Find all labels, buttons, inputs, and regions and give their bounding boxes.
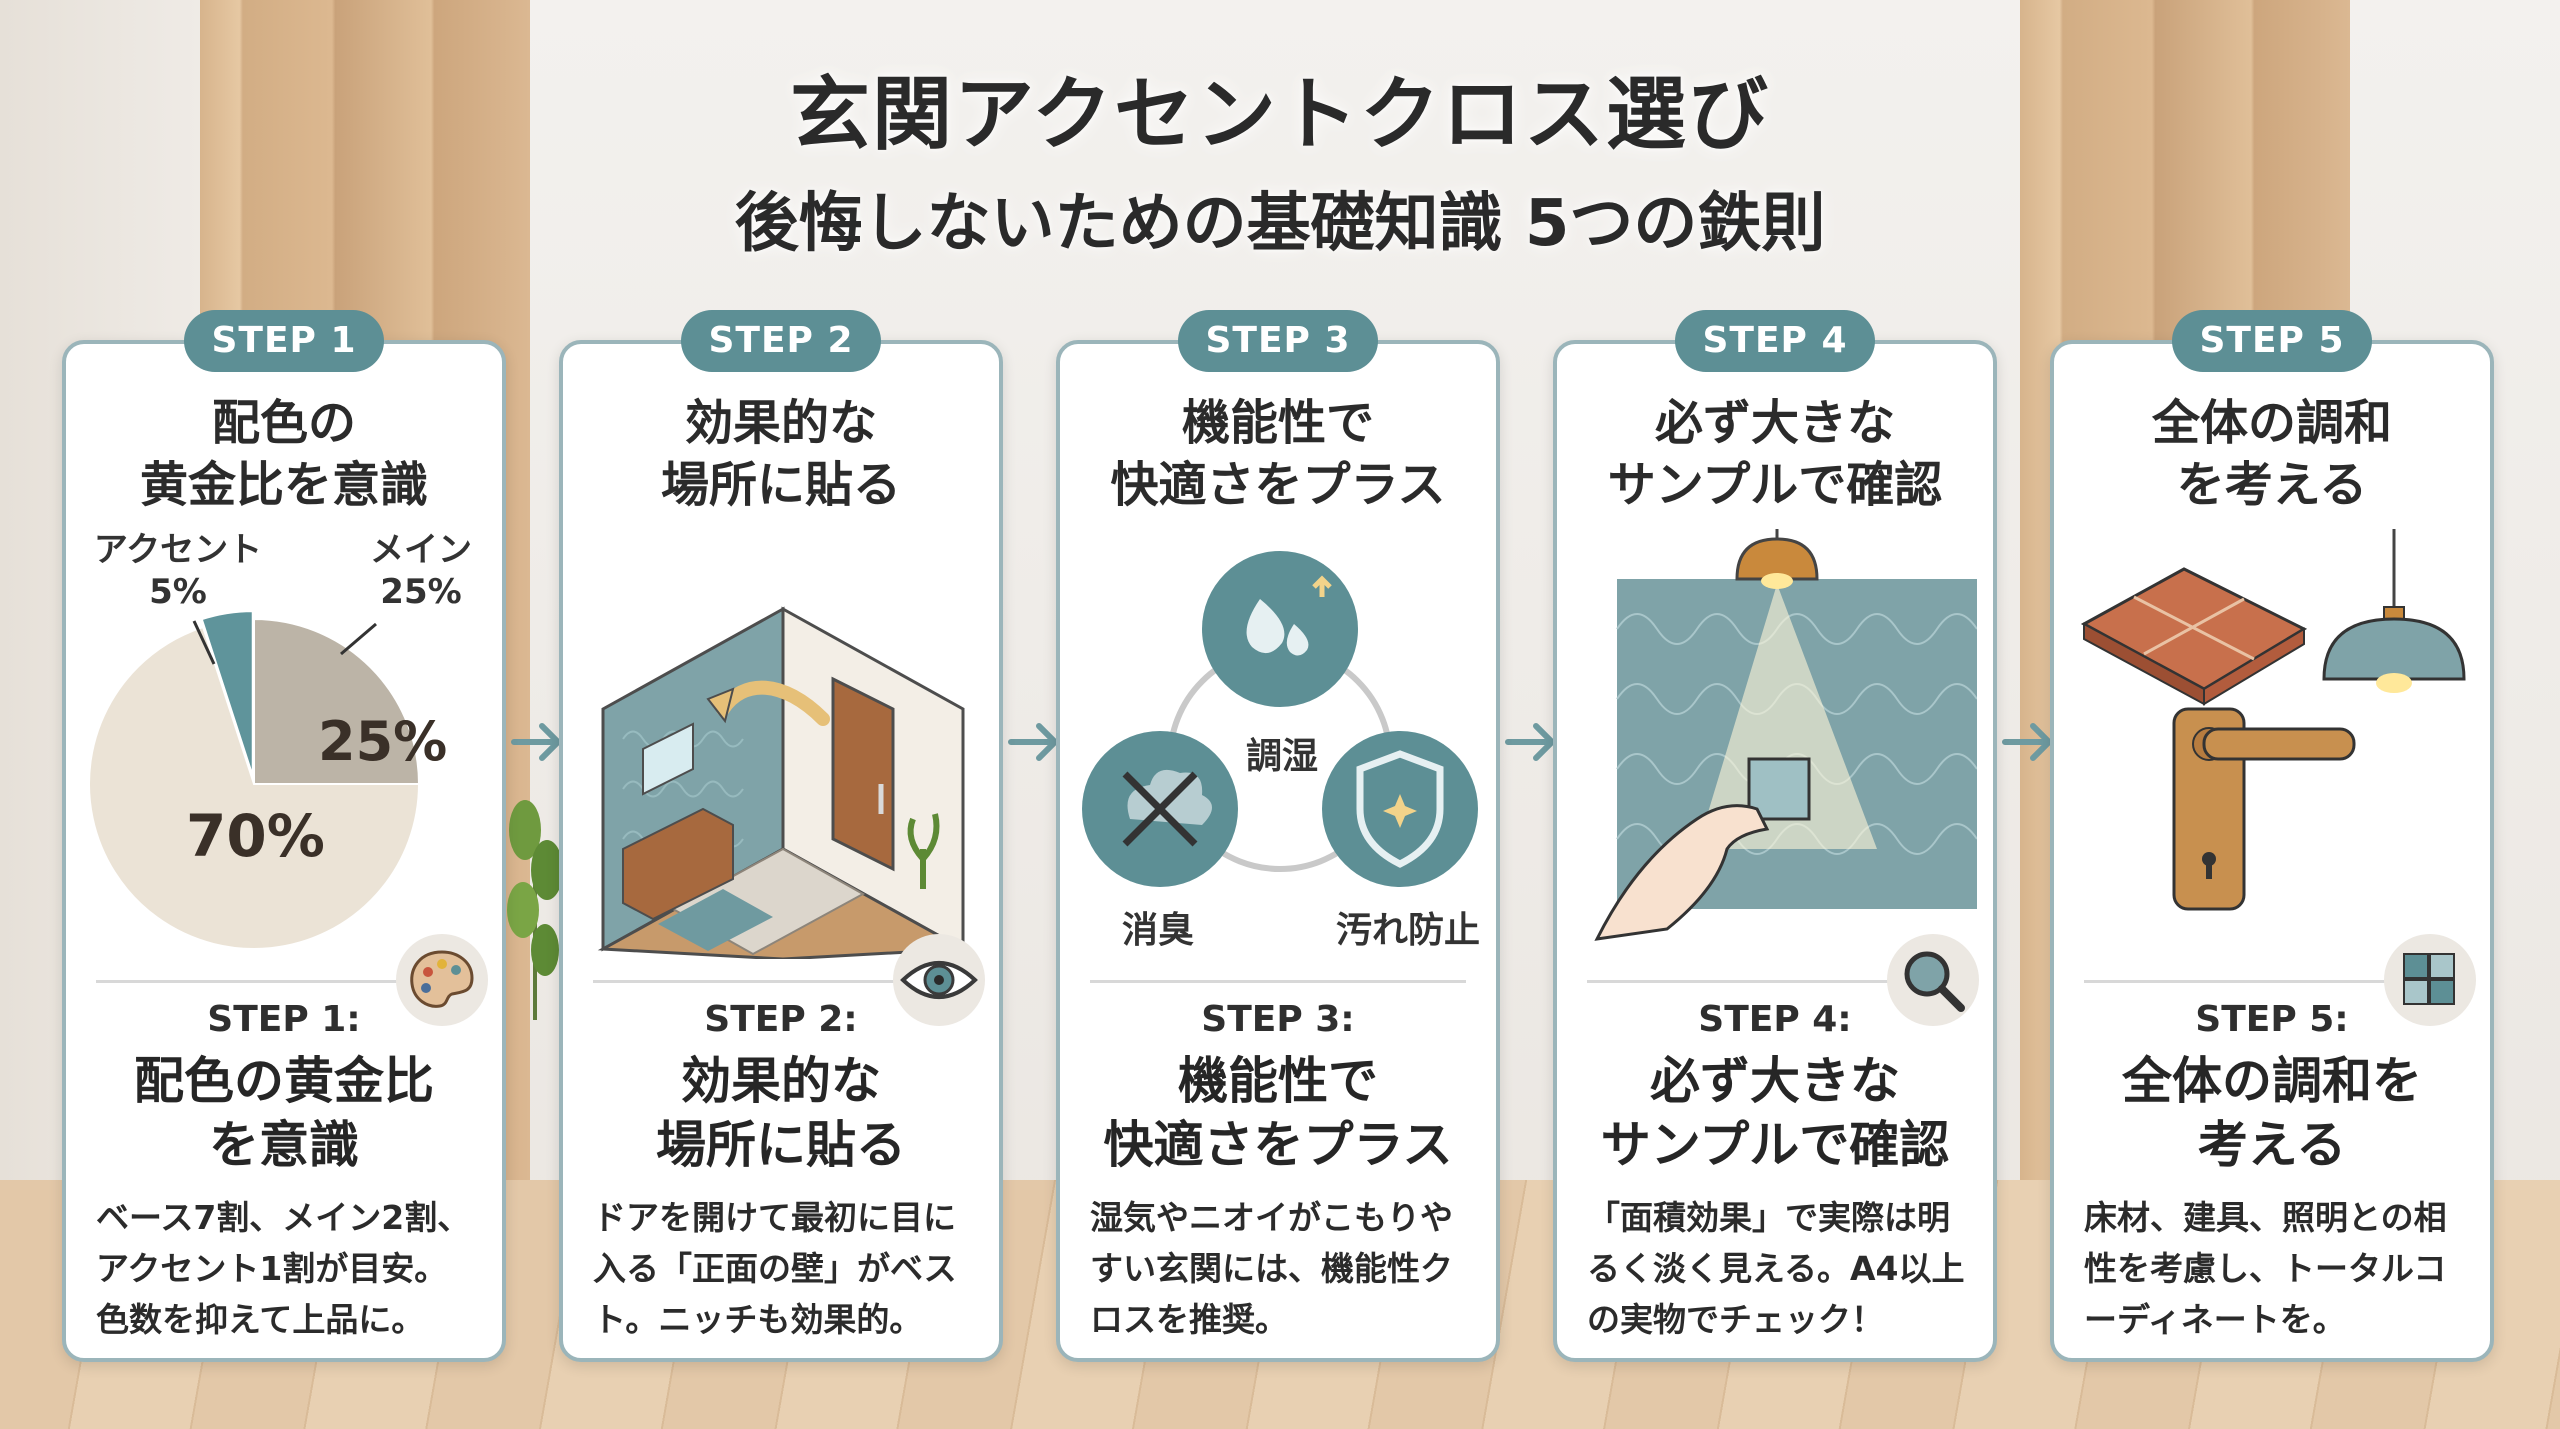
pie-accent-leader-line (192, 620, 216, 665)
step-description: 「面積効果」で実際は明るく淡く見える。A4以上の実物でチェック！ (1587, 1198, 1965, 1339)
step-card-5: STEP 5 全体の調和 を考える STEP 5: 全体の調和を 考える 床材、… (2050, 310, 2494, 1362)
eye-icon (893, 934, 985, 1026)
step-badge: STEP 5 (2172, 310, 2372, 372)
step-badge: STEP 4 (1675, 310, 1875, 372)
card-divider (2084, 980, 2460, 983)
step-label: STEP 3: (1201, 999, 1355, 1040)
palette-icon (396, 934, 488, 1026)
step-label: STEP 2: (704, 999, 858, 1040)
step-card-1: STEP 1 配色の 黄金比を意識 アクセント 5% メイン 25% 25% 7… (62, 310, 506, 1362)
pie-main-leader-line (340, 622, 377, 656)
step-badge: STEP 1 (184, 310, 384, 372)
pie-main-value: 25% (380, 572, 462, 612)
pie-chart (88, 610, 421, 950)
card-divider (96, 980, 472, 983)
stain-label: 汚れ防止 (1336, 910, 1481, 951)
function-icons-illustration: 調湿 消臭 汚れ防止 (1080, 529, 1480, 959)
pie-slice-main (253, 617, 421, 785)
step-description: 湿気やニオイがこもりやすい玄関には、機能性クロスを推奨。 (1090, 1198, 1453, 1339)
page-subtitle: 後悔しないための基礎知識 5つの鉄則 (734, 187, 1826, 261)
humidity-label: 調湿 (1246, 736, 1319, 777)
card-title: 全体の調和 を考える (2151, 395, 2392, 513)
puzzle-icon (2384, 934, 2476, 1026)
card-title: 配色の 黄金比を意識 (139, 395, 428, 513)
step-description: ドアを開けて最初に目に入る「正面の壁」がベスト。ニッチも効果的。 (593, 1198, 957, 1339)
pie-main-name: メイン (370, 530, 472, 570)
card-divider (1090, 980, 1466, 983)
pie-chart-illustration: アクセント 5% メイン 25% 25% 70% (86, 529, 486, 959)
step-card-4: STEP 4 必ず大きな サンプルで確認 STEP 4: 必ず大きな サンプルで… (1553, 310, 1997, 1362)
step-heading: 必ず大きな サンプルで確認 (1600, 1052, 1950, 1174)
function-icons (1082, 551, 1478, 887)
step-description: ベース7割、メイン2割、アクセント1割が目安。色数を抑えて上品に。 (96, 1198, 471, 1339)
step-card-3: STEP 3 機能性で 快適さをプラス 調湿 消臭 汚れ防止 STEP 3: 機… (1056, 310, 1500, 1362)
plant-decoration (507, 800, 563, 1020)
entrance-room-illustration (597, 606, 969, 959)
arrow-right-icon (2002, 723, 2052, 761)
harmony-illustration (2080, 529, 2466, 911)
arrow-right-icon (1505, 723, 1555, 761)
pie-main-inner-value: 25% (318, 710, 448, 773)
deodorize-label: 消臭 (1122, 910, 1195, 951)
pie-base-inner-value: 70% (186, 802, 325, 870)
pie-slice-base (88, 625, 421, 950)
pie-main-label: メイン 25% (356, 529, 486, 613)
step-badge: STEP 3 (1178, 310, 1378, 372)
step-badge: STEP 2 (681, 310, 881, 372)
step-label: STEP 5: (2195, 999, 2349, 1040)
card-title: 必ず大きな サンプルで確認 (1607, 395, 1943, 513)
card-title: 機能性で 快適さをプラス (1110, 395, 1446, 513)
pie-accent-label: アクセント 5% (88, 529, 268, 613)
magnifier-icon (1887, 934, 1979, 1026)
step-label: STEP 1: (207, 999, 361, 1040)
step-label: STEP 4: (1698, 999, 1852, 1040)
step-card-2: STEP 2 効果的な 場所に貼る STEP 2: 効果的な 場所に貼る ドアを… (559, 310, 1003, 1362)
pie-accent-value: 5% (149, 572, 207, 612)
step-heading: 配色の黄金比 を意識 (134, 1052, 434, 1174)
step-heading: 全体の調和を 考える (2122, 1052, 2422, 1174)
step-heading: 効果的な 場所に貼る (656, 1052, 906, 1174)
pie-slice-accent (200, 610, 254, 777)
card-divider (593, 980, 969, 983)
pie-accent-name: アクセント (93, 530, 263, 570)
arrow-right-icon (511, 723, 561, 761)
arrow-right-icon (1008, 723, 1058, 761)
card-divider (1587, 980, 1963, 983)
card-title: 効果的な 場所に貼る (660, 395, 901, 513)
page-title: 玄関アクセントクロス選び (790, 68, 1770, 161)
sample-check-illustration (1594, 529, 1977, 941)
step-heading: 機能性で 快適さをプラス (1103, 1052, 1453, 1174)
step-description: 床材、建具、照明との相性を考慮し、トータルコーディネートを。 (2084, 1198, 2447, 1339)
